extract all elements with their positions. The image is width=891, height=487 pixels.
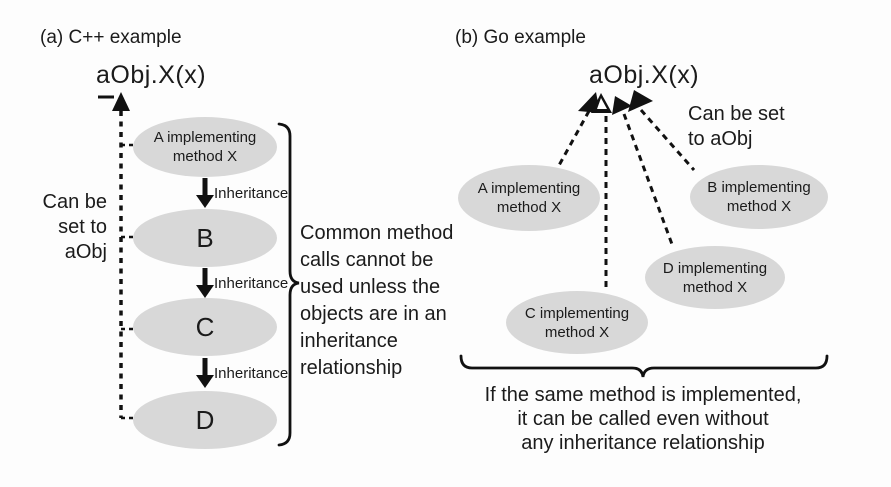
down-arrowhead-icon — [196, 375, 214, 388]
inheritance-arrow-2 — [196, 268, 214, 298]
dashed-line-to-b — [639, 109, 696, 171]
go-dashed-lines — [555, 109, 696, 290]
panel-b-brace — [459, 354, 829, 378]
inheritance-label-1: Inheritance — [214, 185, 289, 202]
panel-b-bottom-note: If the same method is implemented, it ca… — [484, 384, 802, 454]
panel-a-call-expression: aObj.X(x) — [96, 61, 207, 89]
node-a-class-D: D — [133, 391, 277, 449]
panel-b-call-expression: aObj.X(x) — [589, 61, 700, 89]
up-arrowhead-icon — [112, 92, 130, 111]
dashed-line-to-d — [622, 113, 675, 248]
converging-arrowheads-icon — [578, 90, 653, 115]
node-b-class-A: A implementing method X — [458, 165, 600, 231]
node-b-class-D: D implementing method X — [645, 246, 785, 309]
down-arrowhead-icon — [196, 285, 214, 298]
dashed-line-to-a — [555, 110, 591, 170]
node-b-class-B: B implementing method X — [690, 165, 828, 229]
panel-a-title: (a) C++ example — [40, 27, 182, 48]
down-arrowhead-icon — [196, 195, 214, 208]
panel-a-brace-note: Common method calls cannot be used unles… — [300, 222, 454, 379]
inheritance-label-3: Inheritance — [214, 365, 289, 382]
inheritance-arrow-1 — [196, 178, 214, 208]
inheritance-label-2: Inheritance — [214, 275, 289, 292]
panel-b-side-note: Can be set to aObj — [688, 103, 785, 150]
panel-a-side-note: Can be set to aObj — [42, 191, 108, 263]
inheritance-arrow-3 — [196, 358, 214, 388]
panel-a-brace — [277, 122, 300, 447]
assignment-dashed-arrow — [98, 92, 137, 420]
panel-b-title: (b) Go example — [455, 27, 586, 48]
node-a-class-C: C — [133, 298, 277, 356]
node-a-class-B: B — [133, 209, 277, 267]
node-a-class-A: A implementing method X — [133, 117, 277, 177]
node-b-class-C: C implementing method X — [506, 291, 648, 354]
